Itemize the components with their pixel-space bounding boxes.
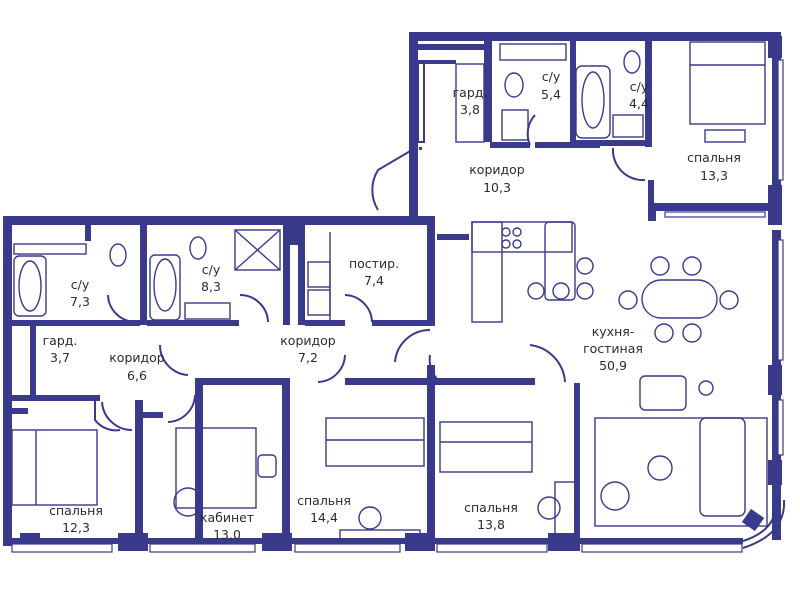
- room-area-bedroom-top-right: 13,3: [700, 168, 728, 183]
- room-area-bedroom-left: 12,3: [62, 520, 90, 535]
- room-area-bedroom-right: 13,8: [477, 517, 505, 532]
- room-area-gard-left: 3,7: [50, 350, 70, 365]
- room-area-kitchen: 50,9: [599, 358, 627, 373]
- room-name-bedroom-mid: спальня: [297, 493, 351, 508]
- room-name-kitchen-1: кухня-: [592, 324, 635, 339]
- room-area-bath-top2: 4,4: [629, 96, 649, 111]
- outer-walls: [3, 32, 786, 549]
- room-area-bath-left1: 7,3: [70, 294, 90, 309]
- internal-walls: [12, 32, 654, 540]
- room-area-bedroom-mid: 14,4: [310, 510, 338, 525]
- room-name-kitchen-2: гостиная: [583, 341, 643, 356]
- windows: [11, 36, 784, 553]
- room-area-corridor-mid: 7,2: [298, 350, 318, 365]
- room-name-corridor-top: коридор: [469, 162, 525, 177]
- room-name-bath-top1: с/у: [542, 69, 561, 84]
- room-name-corridor-left: коридор: [109, 350, 165, 365]
- room-labels: гард. 3,8 с/у 5,4 с/у 4,4 коридор 10,3 с…: [43, 69, 741, 542]
- room-name-bath-top2: с/у: [630, 79, 649, 94]
- furniture: [11, 41, 768, 541]
- room-area-laundry: 7,4: [364, 273, 384, 288]
- room-name-study: кабинет: [200, 510, 254, 525]
- room-area-study: 13,0: [213, 527, 241, 542]
- room-name-bath-left2: с/у: [202, 262, 221, 277]
- room-area-gard-top: 3,8: [460, 102, 480, 117]
- room-name-gard-left: гард.: [43, 333, 78, 348]
- room-name-gard-top: гард.: [453, 85, 488, 100]
- room-area-corridor-top: 10,3: [483, 180, 511, 195]
- room-name-bedroom-right: спальня: [464, 500, 518, 515]
- room-name-laundry: постир.: [349, 256, 399, 271]
- room-name-bedroom-left: спальня: [49, 503, 103, 518]
- room-name-corridor-mid: коридор: [280, 333, 336, 348]
- room-area-bath-top1: 5,4: [541, 87, 561, 102]
- room-area-bath-left2: 8,3: [201, 279, 221, 294]
- room-name-bath-left1: с/у: [71, 277, 90, 292]
- room-name-bedroom-top-right: спальня: [687, 150, 741, 165]
- room-area-corridor-left: 6,6: [127, 368, 147, 383]
